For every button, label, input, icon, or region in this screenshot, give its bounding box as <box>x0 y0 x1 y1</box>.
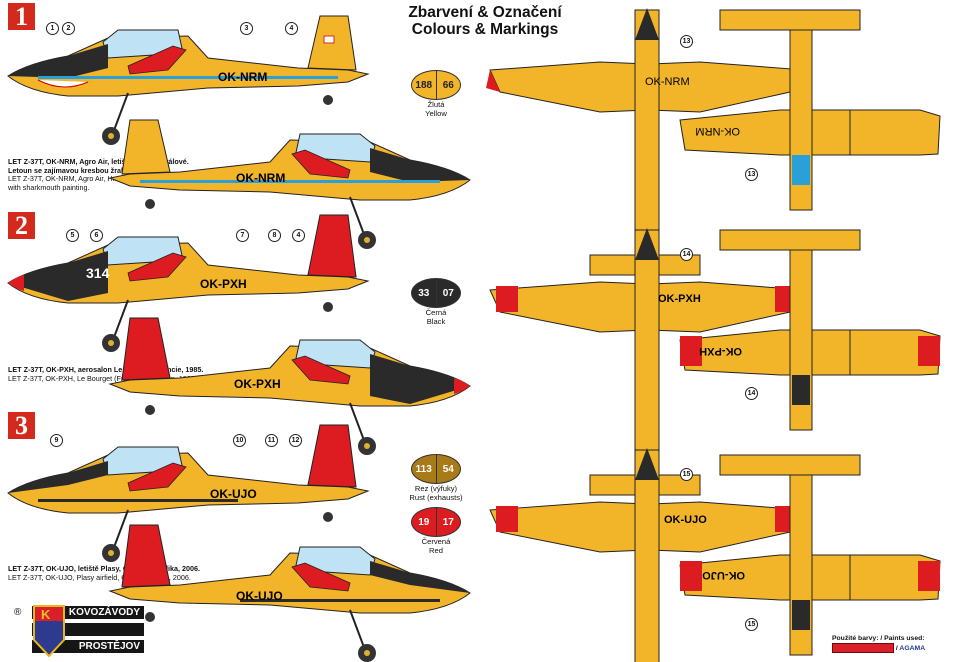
caption-english: LET Z-37T, OK-UJO, Plasy airfield, Czech… <box>8 572 191 582</box>
scheme-2-caption: LET Z-37T, OK-PXH, aerosalon Le Bourget,… <box>8 365 208 383</box>
callout: 8 <box>268 229 281 242</box>
registration-text: OK-NRM <box>645 76 690 88</box>
agama-code: 07 <box>442 287 454 299</box>
scheme-badge-1: 1 <box>8 3 35 30</box>
kovozavody-logo: KOVOZÁVODY PROSTĚJOV ® K <box>14 605 144 658</box>
scheme-1-caption: LET Z-37T, OK-NRM, Agro Air, letiště Hra… <box>8 157 208 192</box>
callout: 10 <box>233 434 246 447</box>
nose-number: 314 <box>86 265 110 281</box>
registration-text: OK-UJO <box>210 487 257 501</box>
callout: 12 <box>289 434 302 447</box>
registration-text: OK-NRM <box>236 171 285 185</box>
registration-text: OK-UJO <box>236 589 283 603</box>
agama-code: 66 <box>442 79 454 91</box>
paints-used: Použité barvy: / Paints used: HUMBROL / … <box>832 634 925 653</box>
scheme-2-side-left <box>7 214 369 353</box>
side-views: OK-NRM OK-NRM OK-PXH 314 OK-PXH OK-UJO <box>7 15 471 662</box>
humbrol-code: 188 <box>412 71 437 99</box>
swatch-name-czech: Rez (výfuky) <box>414 484 458 493</box>
swatch-name-english: Rust (exhausts) <box>409 493 463 502</box>
swatch-name-czech: Žlutá <box>427 100 445 109</box>
scheme-1-top-view <box>486 8 806 276</box>
registration-text: OK-PXH <box>234 377 281 391</box>
scheme-3-bottom-view <box>679 454 941 656</box>
humbrol-logo: HUMBROL <box>832 643 894 653</box>
title-english: Colours & Markings <box>411 21 559 38</box>
caption-czech: LET Z-37T, OK-PXH, aerosalon Le Bourget,… <box>8 365 204 374</box>
humbrol-code: 33 <box>412 279 437 307</box>
callout: 6 <box>90 229 103 242</box>
callout: 1 <box>46 22 59 35</box>
callout: 9 <box>50 434 63 447</box>
callout: 14 <box>680 248 693 261</box>
agama-code: 54 <box>442 463 454 475</box>
scheme-badge-3: 3 <box>8 412 35 439</box>
scheme-2-side-right <box>109 317 471 456</box>
scheme-1-side-right <box>109 119 471 250</box>
scheme-3-side-right <box>109 524 471 662</box>
callout: 2 <box>62 22 75 35</box>
agama-code: 17 <box>442 516 454 528</box>
swatch-oval: 33 07 <box>411 278 461 308</box>
callout: 7 <box>236 229 249 242</box>
scheme-2-top-view <box>489 228 806 496</box>
humbrol-code: 19 <box>412 508 437 536</box>
swatch-name-english: Yellow <box>425 109 447 118</box>
brand-separator: / <box>895 644 898 652</box>
swatch-name-english: Black <box>426 317 446 326</box>
caption-english: LET Z-37T, OK-NRM, Agro Air, Hradec Kral… <box>8 174 206 192</box>
callout: 14 <box>745 387 758 400</box>
page-title: Zbarvení & Označení Colours & Markings <box>400 4 570 38</box>
scheme-3-top-view <box>489 448 806 662</box>
scheme-3-side-left <box>7 424 369 563</box>
callout: 13 <box>680 35 693 48</box>
swatch-oval: 188 66 <box>411 70 461 100</box>
plan-views: OK-NRM OK-NRM OK-PXH OK-PXH <box>486 8 941 662</box>
scheme-badge-2: 2 <box>8 212 35 239</box>
callout: 5 <box>66 229 79 242</box>
swatch-name-english: Red <box>429 546 443 555</box>
scheme-1-bottom-view <box>679 9 941 211</box>
callout: 15 <box>745 618 758 631</box>
svg-text:K: K <box>41 607 51 622</box>
swatch-rust: 113 54 Rez (výfuky) Rust (exhausts) <box>396 454 476 502</box>
callout: 3 <box>240 22 253 35</box>
caption-english: LET Z-37T, OK-PXH, Le Bourget (France) a… <box>8 373 195 383</box>
callout: 15 <box>680 468 693 481</box>
registration-text-mirrored: OK-PXH <box>699 345 742 357</box>
registration-text: OK-UJO <box>664 514 707 526</box>
callout: 11 <box>265 434 278 447</box>
scheme-2-bottom-view <box>679 229 941 431</box>
logo-shield-icon: K <box>33 605 65 658</box>
swatch-name-czech: Červená <box>421 537 451 546</box>
scheme-3-caption: LET Z-37T, OK-UJO, letiště Plasy, Česká … <box>8 564 223 582</box>
caption-czech: LET Z-37T, OK-NRM, Agro Air, letiště Hra… <box>8 157 189 175</box>
registration-text: OK-NRM <box>218 70 267 84</box>
registration-text-mirrored: OK-UJO <box>702 569 745 581</box>
swatch-red: 19 17 Červená Red <box>400 507 472 555</box>
paints-used-label: Použité barvy: / Paints used: <box>832 635 925 642</box>
swatch-yellow: 188 66 Žlutá Yellow <box>400 70 472 118</box>
title-czech: Zbarvení & Označení <box>408 4 562 21</box>
swatch-oval: 113 54 <box>411 454 461 484</box>
scheme-1-side-left: OK-NRM <box>7 15 369 146</box>
humbrol-code: 113 <box>412 455 437 483</box>
swatch-oval: 19 17 <box>411 507 461 537</box>
swatch-name-czech: Černá <box>425 308 447 317</box>
caption-czech: LET Z-37T, OK-UJO, letiště Plasy, Česká … <box>8 564 201 573</box>
callout: 4 <box>292 229 305 242</box>
registration-text-mirrored: OK-NRM <box>695 125 740 137</box>
agama-logo: AGAMA <box>899 644 926 652</box>
registration-text: OK-PXH <box>658 293 701 305</box>
registration-text: OK-PXH <box>200 277 247 291</box>
registered-mark: ® <box>14 607 22 618</box>
callout: 13 <box>745 168 758 181</box>
swatch-black: 33 07 Černá Black <box>400 278 472 326</box>
callout: 4 <box>285 22 298 35</box>
